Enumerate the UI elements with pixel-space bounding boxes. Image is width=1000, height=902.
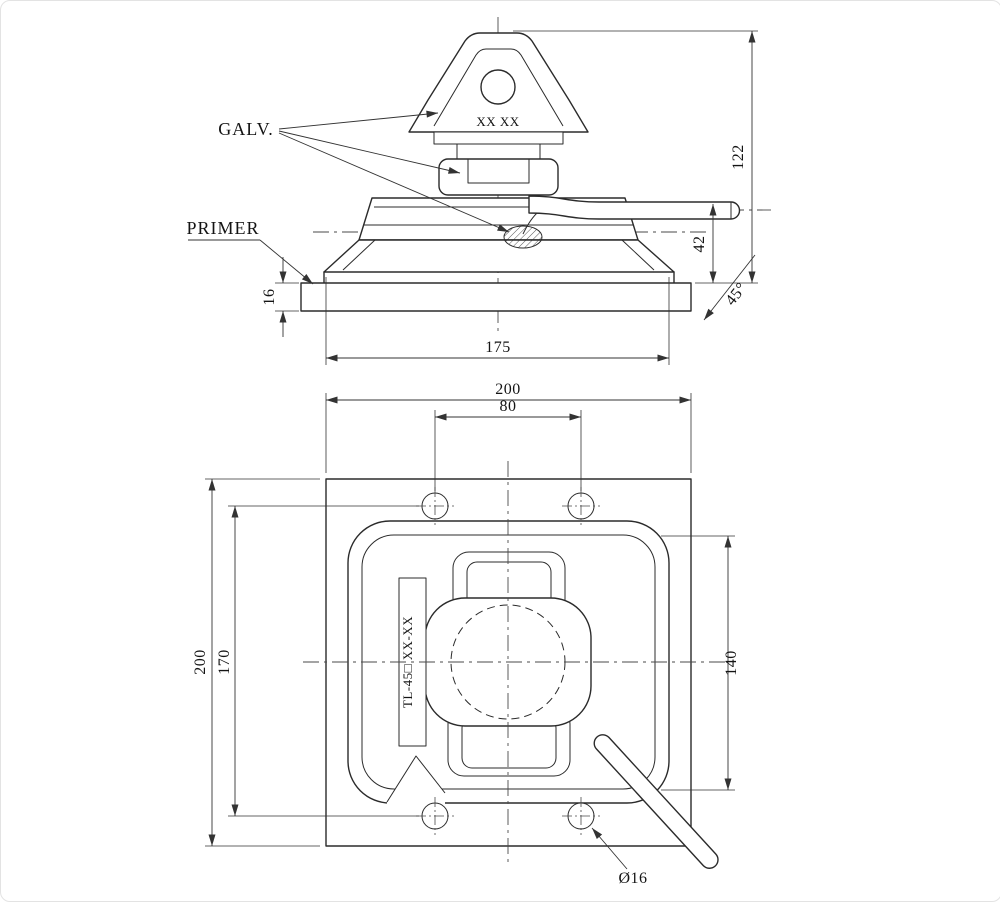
dim-plate-width: 200 xyxy=(325,381,692,473)
dim-handle-angle: 45° xyxy=(703,254,756,321)
bolt-hole xyxy=(562,487,600,525)
head-hole xyxy=(480,69,516,105)
side-elevation-view: XX XX xyxy=(186,17,771,365)
dim-200w-label: 200 xyxy=(495,381,521,398)
galv-label: GALV. xyxy=(218,119,274,139)
dim-hole-spacing-x: 80 xyxy=(434,398,582,491)
spring-washer-detail xyxy=(503,225,543,249)
dim-base-width: 175 xyxy=(325,277,670,365)
dim-122-label: 122 xyxy=(730,144,747,170)
handle-rod-side xyxy=(522,195,741,235)
plan-frame-notch xyxy=(386,755,446,804)
dim-175-label: 175 xyxy=(485,339,511,356)
swivel-collar xyxy=(433,131,564,196)
dim-45deg-label: 45° xyxy=(722,280,750,309)
dim-plate-height: 200 xyxy=(192,478,320,847)
dim-hole-spacing-y: 170 xyxy=(216,505,419,817)
dim-200h-label: 200 xyxy=(192,649,209,675)
hole-dia-label: Ø16 xyxy=(618,870,647,887)
model-stamp-text: TL-45□ XX-XX xyxy=(400,616,415,708)
head-stamp-text: XX XX xyxy=(476,114,519,129)
dim-overall-height: 122 xyxy=(513,30,758,284)
plan-base-plate xyxy=(325,478,692,847)
base-plate xyxy=(300,282,692,312)
bolt-hole xyxy=(562,797,600,835)
handle-rod-plan xyxy=(593,734,719,869)
twistlock-head: XX XX xyxy=(408,32,589,133)
dim-recess-height: 140 xyxy=(661,535,740,791)
dim-140-label: 140 xyxy=(723,650,740,676)
hole-dia-callout: Ø16 xyxy=(591,827,647,887)
bolt-holes xyxy=(416,487,600,835)
dim-170-label: 170 xyxy=(216,649,233,675)
dim-80-label: 80 xyxy=(500,398,517,415)
bolt-hole xyxy=(416,797,454,835)
galv-callout: GALV. xyxy=(218,110,510,233)
dim-plate-thickness: 16 xyxy=(261,257,299,337)
primer-label: PRIMER xyxy=(186,218,259,238)
plan-view: TL-45□ XX-XX xyxy=(192,381,740,887)
dim-handle-height: 42 xyxy=(691,204,717,283)
base-skirt xyxy=(323,239,675,284)
dim-42-label: 42 xyxy=(691,236,708,253)
bolt-hole xyxy=(416,487,454,525)
plan-lock-mechanism xyxy=(424,551,592,777)
dim-16-label: 16 xyxy=(261,289,278,306)
primer-callout: PRIMER xyxy=(186,218,314,285)
